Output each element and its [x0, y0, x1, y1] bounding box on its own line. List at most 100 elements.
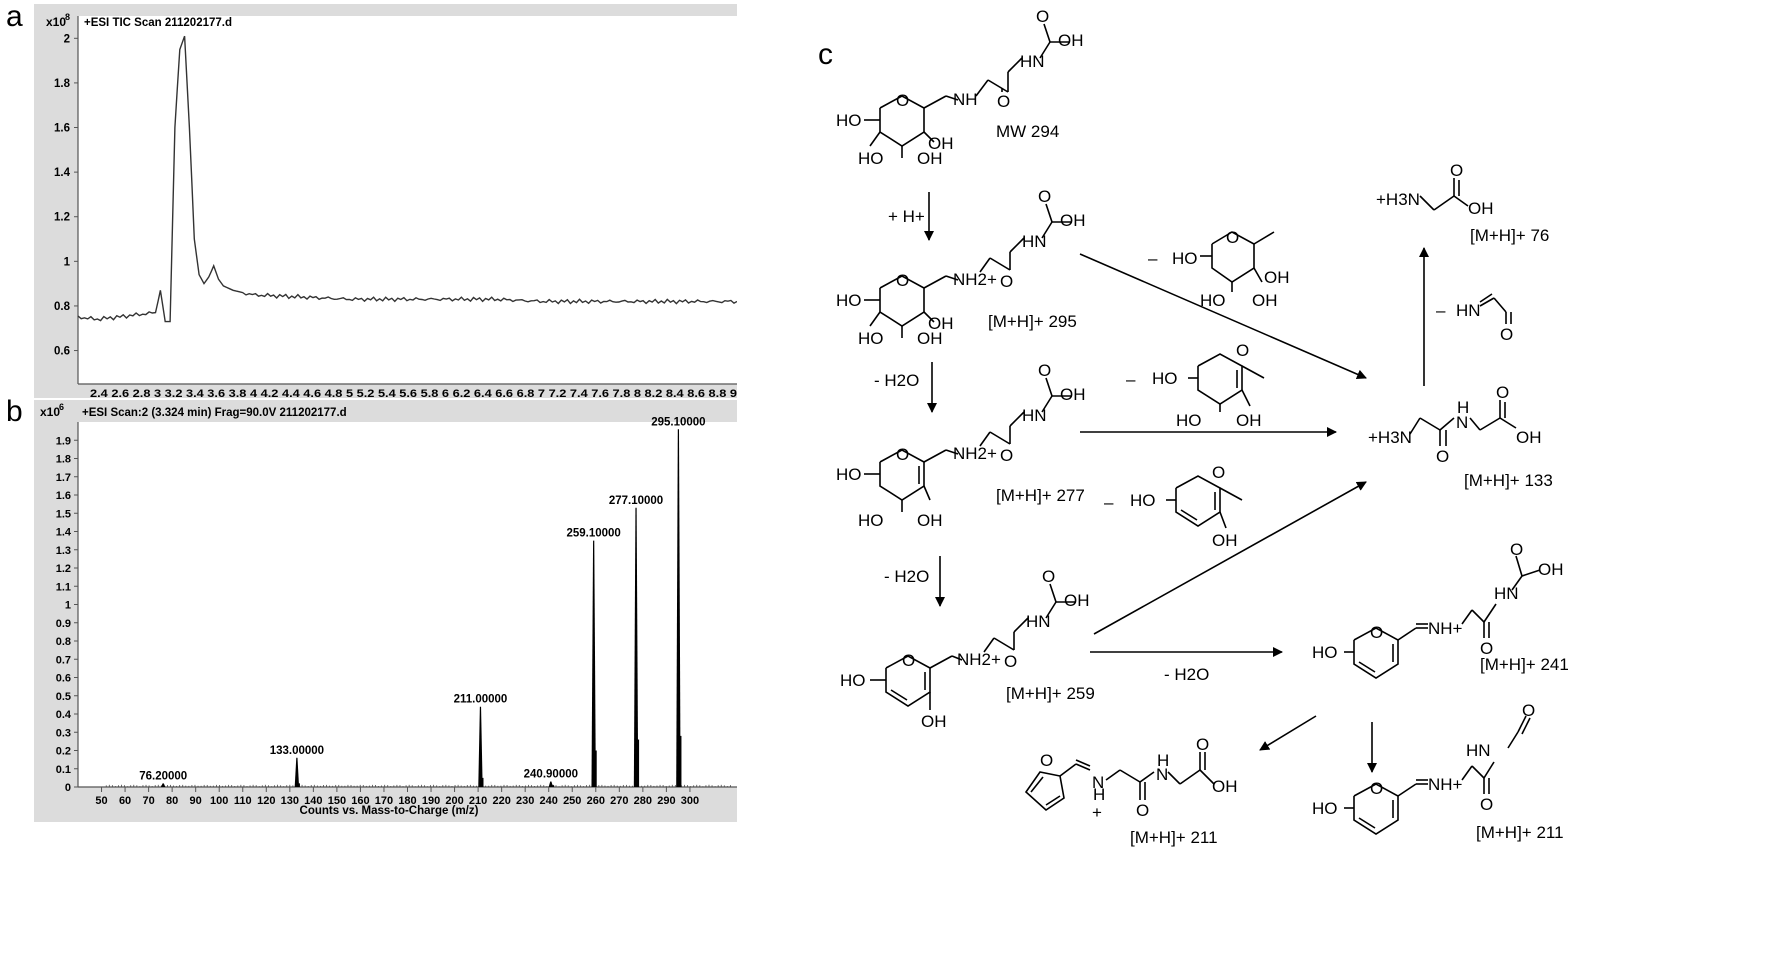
- label-mh259: [M+H]+ 259: [1006, 684, 1095, 703]
- label-mh133: [M+H]+ 133: [1464, 471, 1553, 490]
- mh211h-o-formyl: O: [1522, 701, 1535, 720]
- ms-x-tick-label: 300: [681, 795, 699, 807]
- loss-fragment-3: [1166, 475, 1243, 529]
- loss-imine-hn: HN: [1456, 301, 1481, 320]
- structure-mh211-furan: [1024, 752, 1215, 812]
- loss2-minus: –: [1126, 370, 1136, 389]
- tic-trace-line: [77, 35, 737, 323]
- ms-y-tick-label: 1.4: [56, 527, 72, 539]
- structure-mh76: [1419, 178, 1469, 211]
- ms-x-tick-label: 110: [234, 795, 252, 807]
- mh295-hn: HN: [1022, 232, 1047, 251]
- ms-y-tick-label: 0: [65, 782, 71, 794]
- structure-mw294: [864, 23, 1070, 158]
- ms-x-tick-label: 200: [445, 795, 463, 807]
- structure-mh241: [1344, 555, 1541, 679]
- label-mw294: MW 294: [996, 122, 1059, 141]
- ms-y-tick-label: 1.5: [56, 508, 71, 520]
- mw294-nh: NH: [953, 90, 978, 109]
- ms-peak-label: 211.00000: [454, 694, 508, 706]
- ms-x-tick-label: 280: [634, 795, 652, 807]
- ms-y-tick-label: 0.1: [56, 764, 71, 776]
- ms-x-tick-label: 130: [281, 795, 299, 807]
- tic-y-tick-label: 0.8: [54, 301, 71, 313]
- ms-y-tick-label: 1.6: [56, 490, 71, 502]
- ms-y-tick-label: 1.2: [56, 563, 71, 575]
- mh211f-h: H: [1093, 785, 1105, 804]
- mh295-o-ring: O: [896, 271, 909, 290]
- mh277-oh-acid: OH: [1060, 385, 1086, 404]
- mh76-oh: OH: [1468, 199, 1494, 218]
- ms-y-tick-label: 0.6: [56, 673, 71, 685]
- ms-x-tick-label: 220: [492, 795, 510, 807]
- mh295-o-carbonyl: O: [1000, 272, 1013, 291]
- mh241-ho: HO: [1312, 643, 1338, 662]
- structure-mh259: [870, 583, 1076, 710]
- fragmentation-scheme: O NH O HN O OH HO HO OH OH MW 294 + H+ O…: [836, 7, 1569, 847]
- mh211f-oh-acid: OH: [1212, 777, 1238, 796]
- tic-y-tick-label: 1: [64, 256, 71, 268]
- mh241-hn: HN: [1494, 584, 1519, 603]
- mw294-oh-acid: OH: [1058, 31, 1084, 50]
- mh211f-o-furan: O: [1040, 751, 1053, 770]
- mh295-o-acid: O: [1038, 187, 1051, 206]
- mh211h-nhplus: NH+: [1428, 775, 1463, 794]
- mh133-o-amide: O: [1436, 447, 1449, 466]
- mw294-o-carbonyl: O: [997, 92, 1010, 111]
- mh133-n: N: [1456, 413, 1468, 432]
- tic-y-tick-label: 1.4: [54, 167, 71, 179]
- ms-peak: [294, 757, 300, 787]
- ms-x-tick-label: 80: [166, 795, 178, 807]
- mh277-ho-left: HO: [836, 465, 862, 484]
- mh133-oh-acid: OH: [1516, 428, 1542, 447]
- mh211f-h2: H: [1157, 751, 1169, 770]
- mh211h-hn: HN: [1466, 741, 1491, 760]
- ms-y-tick-label: 0.3: [56, 727, 71, 739]
- mw294-hn: HN: [1020, 52, 1045, 71]
- ms-plot-area: [78, 422, 737, 787]
- ms-x-tick-label: 120: [257, 795, 275, 807]
- mh259-nh2plus: NH2+: [957, 650, 1001, 669]
- ms-y-tick-label: 0.2: [56, 746, 71, 758]
- mh76-h3nplus: +H3N: [1376, 190, 1420, 209]
- tic-y-tick-label: 1.2: [54, 212, 70, 224]
- ms-x-tick-label: 50: [95, 795, 107, 807]
- ms-x-tick-label: 170: [375, 795, 393, 807]
- tic-y-tick-label: 1.6: [54, 123, 70, 135]
- loss1-ho-bottom: HO: [1200, 291, 1226, 310]
- tic-chart: x10 8 +ESI TIC Scan 211202177.d 21.81.61…: [46, 12, 737, 398]
- mh76-o: O: [1450, 161, 1463, 180]
- ms-x-tick-label: 230: [516, 795, 534, 807]
- mh277-o-ring: O: [896, 445, 909, 464]
- mh277-ho-bottom: HO: [858, 511, 884, 530]
- arrow-259-to-133: [1093, 481, 1367, 635]
- mw294-oh-bottom: OH: [917, 149, 943, 168]
- ms-x-tick-label: 180: [398, 795, 416, 807]
- mh259-oh-acid: OH: [1064, 591, 1090, 610]
- ms-chart-panel: x10 6 +ESI Scan:2 (3.324 min) Frag=90.0V…: [34, 400, 737, 822]
- mh259-o-ring: O: [902, 651, 915, 670]
- reagent-h2o-2: - H2O: [884, 567, 929, 586]
- mw294-oh-anomeric: OH: [928, 134, 954, 153]
- ms-y-tick-label: 1.9: [56, 435, 71, 447]
- ms-x-tick-label: 210: [469, 795, 487, 807]
- ms-peak-label: 240.90000: [524, 769, 578, 781]
- mh259-o-acid: O: [1042, 567, 1055, 586]
- ms-chart: x10 6 +ESI Scan:2 (3.324 min) Frag=90.0V…: [40, 402, 737, 817]
- mh133-h3nplus: +H3N: [1368, 428, 1412, 447]
- tic-y-tick-label: 2: [64, 33, 70, 45]
- mh295-ho-left: HO: [836, 291, 862, 310]
- ms-exponent-base: x10: [40, 405, 60, 419]
- mh211f-n2: N: [1156, 765, 1168, 784]
- mh211f-o-acid: O: [1196, 735, 1209, 754]
- loss-imine-minus: –: [1436, 301, 1446, 320]
- ms-peak-label: 133.00000: [270, 745, 324, 757]
- tic-y-tick-label: 0.6: [54, 346, 70, 358]
- structure-mh211-formyl: [1344, 715, 1531, 835]
- loss-fragment-1: [1200, 231, 1275, 292]
- mh259-ho-left: HO: [840, 671, 866, 690]
- ms-x-tick-label: 290: [657, 795, 675, 807]
- ms-x-tick-label: 70: [142, 795, 154, 807]
- ms-title: +ESI Scan:2 (3.324 min) Frag=90.0V 21120…: [82, 407, 347, 419]
